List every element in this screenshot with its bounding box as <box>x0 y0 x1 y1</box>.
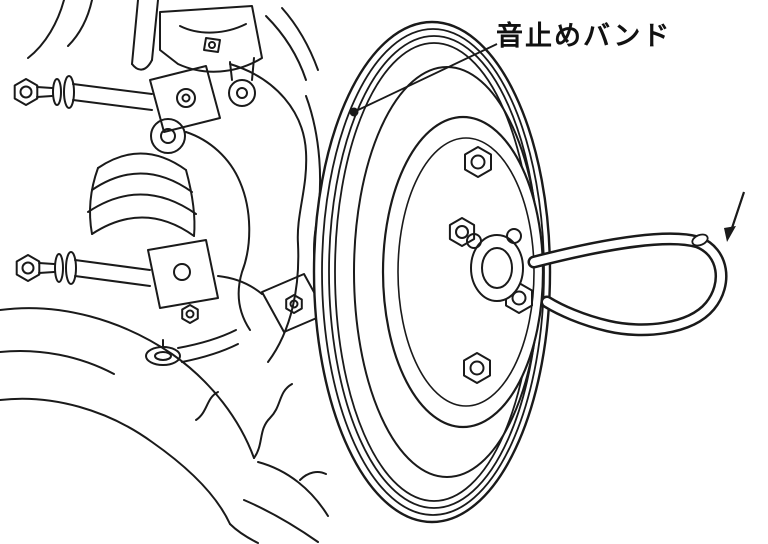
link-rod <box>72 83 153 111</box>
bushing <box>63 75 75 109</box>
strut-bottom <box>131 59 153 71</box>
noise-stopper-band <box>527 232 728 337</box>
washer <box>54 253 64 283</box>
lug-nut-face <box>455 225 469 239</box>
washer <box>52 78 62 106</box>
bracket-leg <box>251 57 255 81</box>
bolt-shaft <box>38 262 55 274</box>
control-arm-wave <box>195 391 219 421</box>
nut-hole <box>289 299 299 309</box>
leader-line <box>357 43 498 111</box>
knuckle-inner <box>185 131 251 331</box>
boot-side <box>185 169 196 237</box>
clamp-hole <box>176 88 196 108</box>
hex-bolt-head <box>15 254 41 282</box>
clamp-hole <box>173 263 191 281</box>
hose-line <box>281 7 319 71</box>
clamp-block <box>149 65 221 133</box>
clamp-bolt <box>181 93 191 103</box>
band-core <box>530 234 726 334</box>
stud <box>506 228 522 244</box>
lug-nut <box>463 352 491 384</box>
balljoint-stem <box>181 343 239 363</box>
connector-line <box>217 275 263 295</box>
boot-ridge <box>91 172 193 193</box>
lug-nut <box>448 217 476 247</box>
wheel-hub <box>381 115 545 429</box>
caliper-bracket <box>159 5 263 73</box>
strut-edge <box>151 0 159 61</box>
control-arm-inner <box>0 349 115 375</box>
leader-dot <box>349 107 359 117</box>
hex-nut <box>285 294 303 314</box>
suspension-knuckle-assembly <box>0 0 329 544</box>
balljoint-stem <box>177 329 237 349</box>
balljoint-foot-inner <box>154 351 172 361</box>
bracket-boss-hole <box>236 87 248 99</box>
hex-bolt-face <box>21 261 35 275</box>
knuckle-boss-hole <box>160 128 176 144</box>
boot-side <box>89 167 99 235</box>
control-arm-edge <box>0 397 231 525</box>
bushing <box>65 251 77 285</box>
hex-bolt-face <box>19 85 33 99</box>
hub-flange <box>381 115 545 429</box>
frame-line <box>27 0 65 59</box>
hub-flange-inner <box>397 137 535 407</box>
caliper-bracket-line <box>179 23 247 34</box>
bolt-shaft <box>36 86 53 98</box>
hex-bolt-head <box>13 78 39 106</box>
hex-nut <box>181 304 199 324</box>
boot-ridge <box>97 152 187 171</box>
direction-arrow-shaft <box>730 191 746 229</box>
boot-ridge <box>91 216 195 237</box>
arm-curl <box>243 499 319 543</box>
bracket-boss <box>228 79 256 107</box>
annotation-marks <box>349 43 746 242</box>
hose-line <box>265 15 307 81</box>
bolt-hole <box>208 41 216 49</box>
arm-curl <box>299 471 327 481</box>
direction-arrow-head <box>724 226 736 242</box>
band-tip-end <box>691 233 709 247</box>
strut-edge <box>131 0 139 65</box>
nut-hole <box>185 309 195 319</box>
callout-label: 音止めバンド <box>496 21 672 52</box>
lug-nut-face <box>469 360 485 376</box>
boot-ridge <box>87 193 197 215</box>
lug-nut-face <box>511 290 527 306</box>
hub-center-hole <box>481 247 513 289</box>
frame-line <box>67 0 93 47</box>
arm-curl <box>257 461 329 517</box>
stud <box>466 233 482 249</box>
square-nut <box>203 37 221 53</box>
control-arm-edge <box>0 307 255 459</box>
clamp-block <box>147 239 219 309</box>
link-rod <box>74 259 151 287</box>
control-arm-wave <box>253 383 293 459</box>
knuckle-outline <box>229 63 308 363</box>
lug-nut <box>464 146 492 178</box>
knuckle-boss <box>150 118 186 154</box>
lug-nut-face <box>470 154 486 170</box>
control-arm-tail <box>229 523 259 544</box>
hub-center-cap <box>470 234 524 302</box>
